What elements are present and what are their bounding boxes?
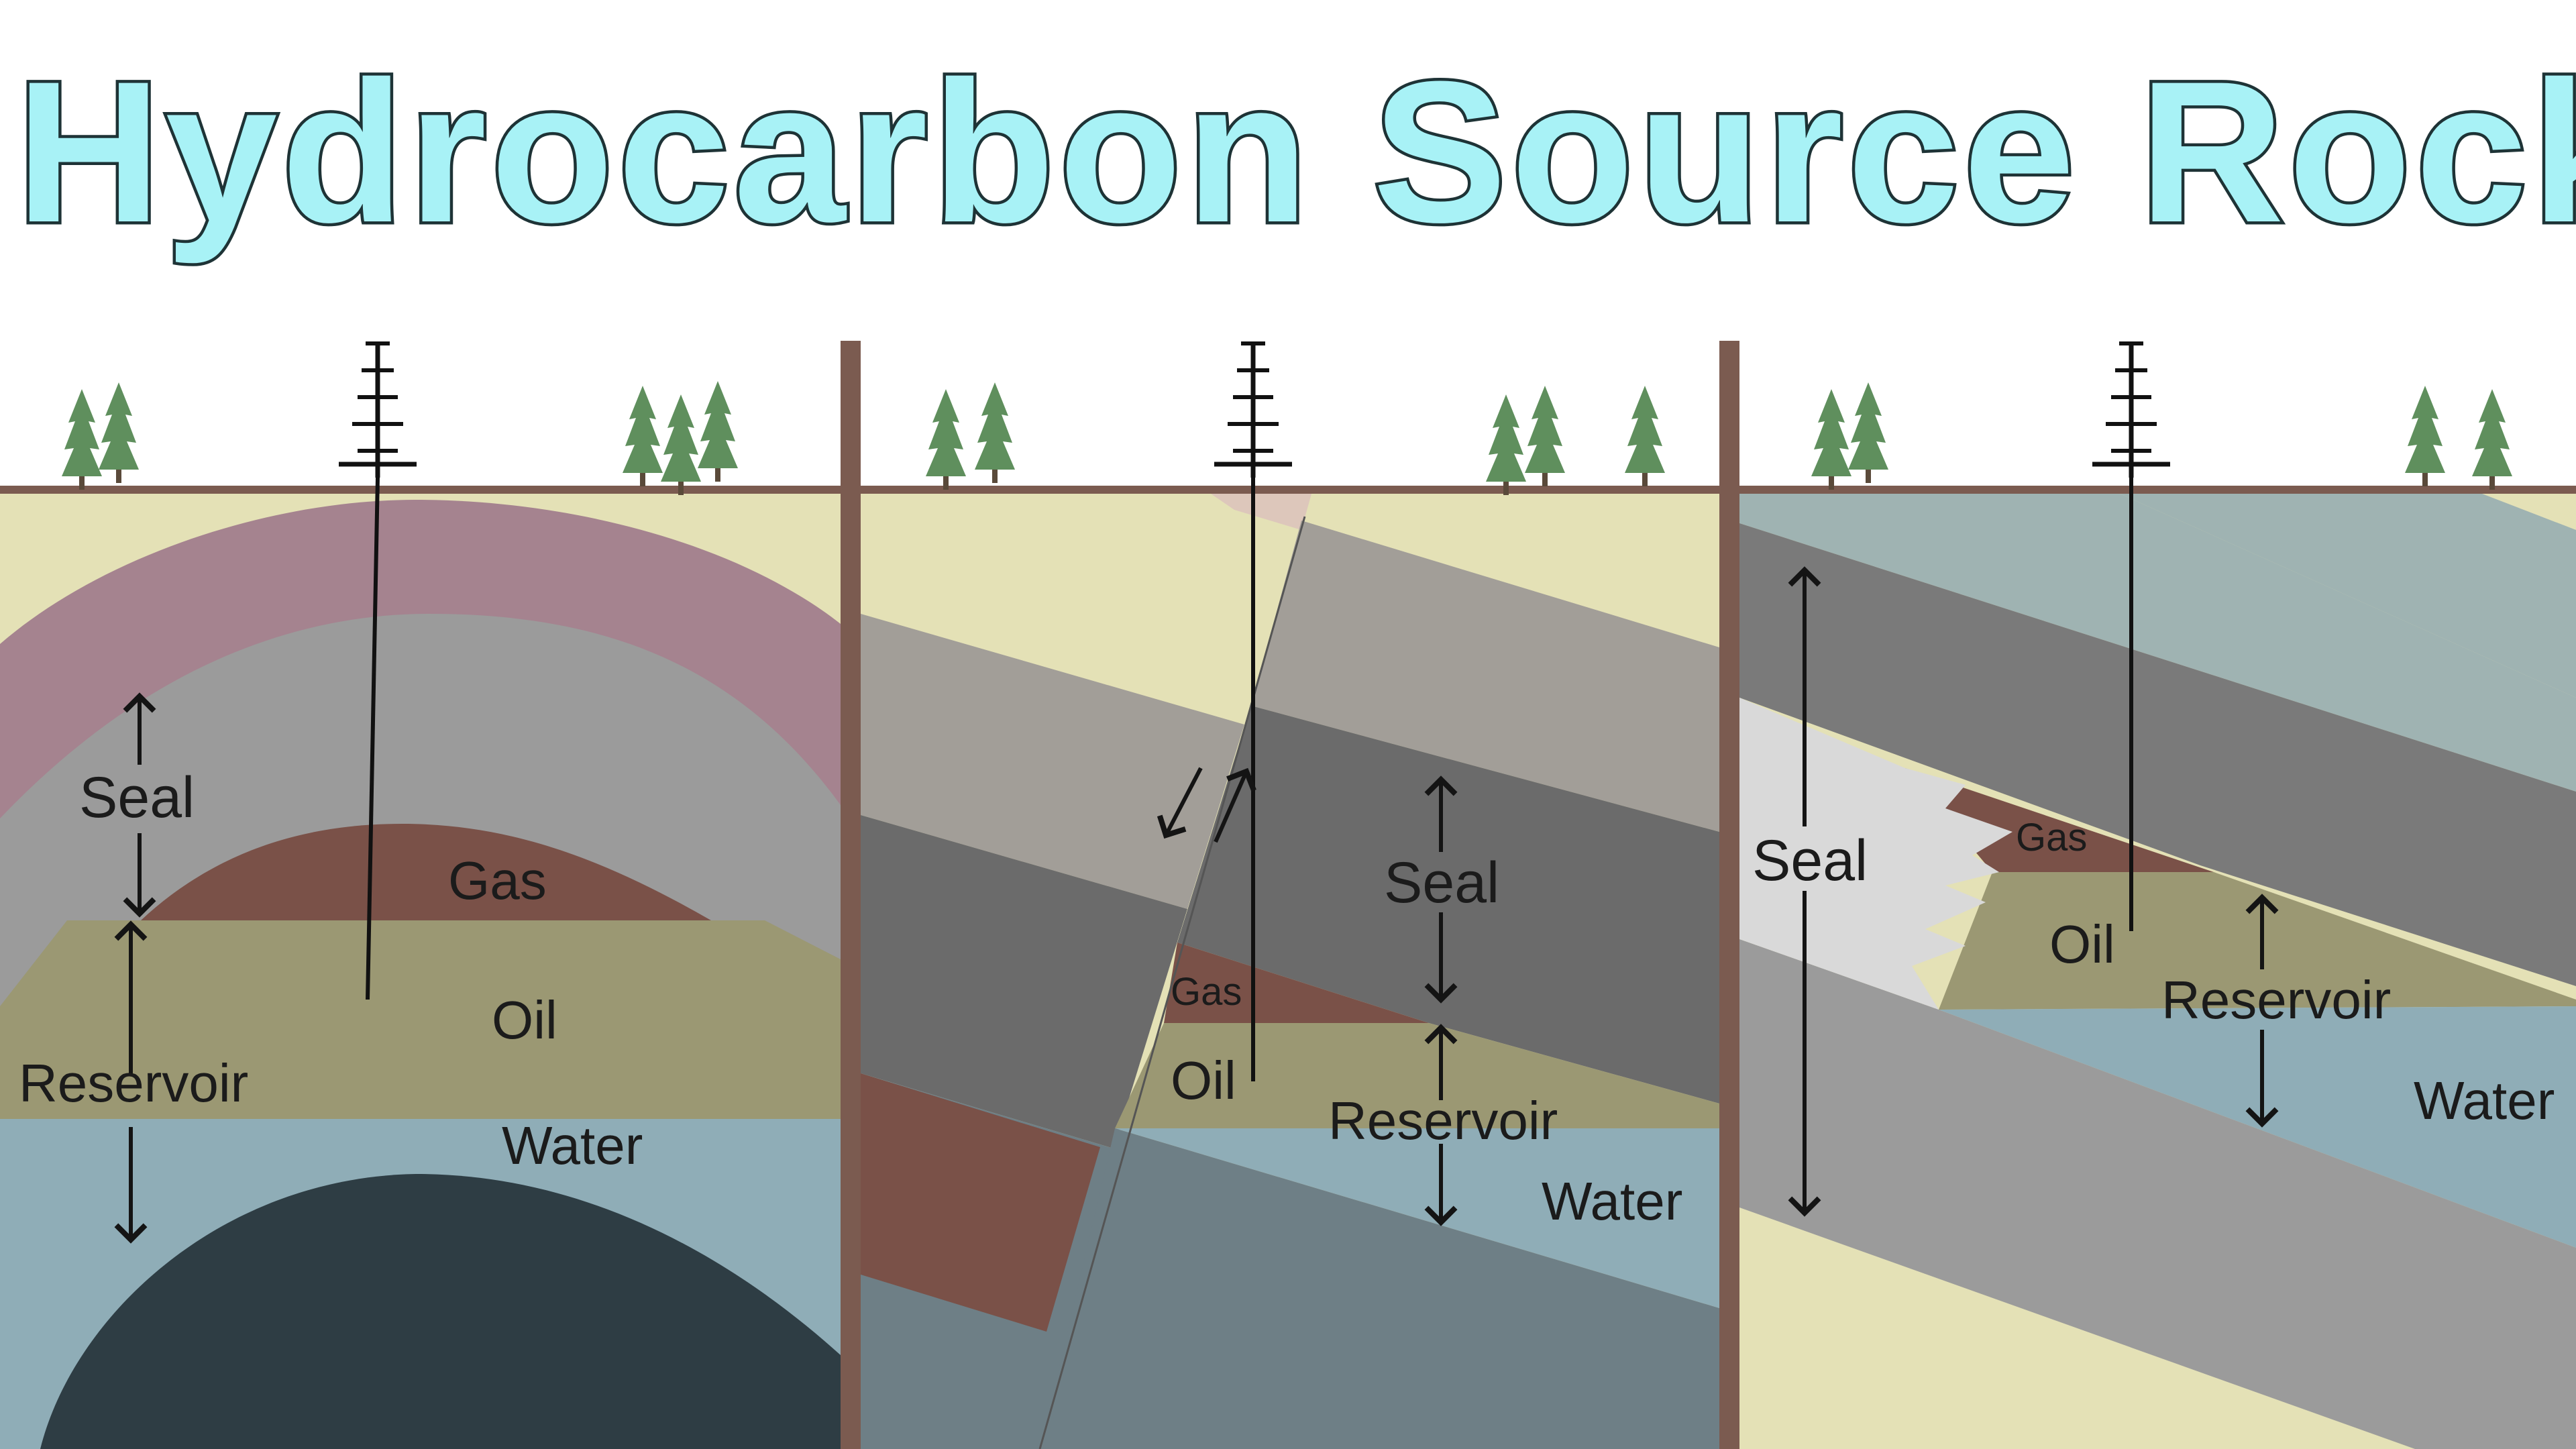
label-oil: Oil bbox=[492, 990, 557, 1050]
seal-layer-left bbox=[861, 815, 1187, 1148]
panel-divider bbox=[841, 341, 861, 1449]
arrow-icon bbox=[114, 692, 156, 1244]
panel-fault-trap bbox=[861, 494, 1719, 1449]
label-water: Water bbox=[2414, 1071, 2555, 1130]
seal-layer-right bbox=[1177, 706, 1719, 1104]
label-seal: Seal bbox=[79, 765, 195, 830]
derrick-icon bbox=[339, 343, 2170, 478]
label-gas: Gas bbox=[1171, 970, 1242, 1014]
source-rock-left bbox=[861, 1073, 1100, 1332]
label-water: Water bbox=[502, 1116, 643, 1175]
label-seal: Seal bbox=[1752, 828, 1868, 893]
fault-line bbox=[1038, 516, 1306, 1449]
label-reservoir: Reservoir bbox=[1328, 1091, 1558, 1150]
teal-layer-bottom bbox=[2120, 494, 2576, 698]
basement-layer bbox=[40, 1174, 841, 1449]
label-gas: Gas bbox=[448, 851, 547, 910]
label-gas: Gas bbox=[2016, 816, 2087, 859]
lower-seal-layer bbox=[1739, 939, 2576, 1449]
label-reservoir: Reservoir bbox=[2161, 970, 2391, 1030]
teal-layer-top bbox=[1739, 494, 2576, 792]
gray-layer-right bbox=[1251, 521, 1719, 832]
label-seal: Seal bbox=[1384, 851, 1499, 915]
gray-layer-left bbox=[861, 614, 1244, 909]
gas-layer bbox=[1164, 943, 1429, 1023]
arrow-icon bbox=[1788, 566, 2279, 1217]
label-oil: Oil bbox=[1171, 1051, 1236, 1110]
slate-layer-right bbox=[1040, 1128, 1719, 1449]
oil-layer bbox=[1939, 872, 2576, 1010]
panel-stratigraphic-trap bbox=[1739, 494, 2576, 1449]
panel-divider bbox=[1719, 341, 1739, 1449]
oil-layer bbox=[1115, 1023, 1719, 1128]
seal-layer-dark bbox=[1739, 523, 2576, 986]
label-reservoir: Reservoir bbox=[19, 1053, 248, 1113]
panel-anticline-trap bbox=[0, 494, 841, 1449]
ground-surface bbox=[0, 486, 2576, 494]
well-bore bbox=[366, 477, 380, 1000]
oil-layer bbox=[0, 920, 841, 1119]
label-water: Water bbox=[1542, 1171, 1682, 1231]
surface-wedge bbox=[1211, 494, 1311, 530]
gas-layer bbox=[141, 824, 711, 920]
label-oil: Oil bbox=[2049, 914, 2115, 974]
pinch-out-seal bbox=[1739, 698, 2012, 1010]
fault-arrows bbox=[1157, 767, 1256, 843]
page-title: Hydrocarbon Source Rock bbox=[16, 39, 2576, 266]
